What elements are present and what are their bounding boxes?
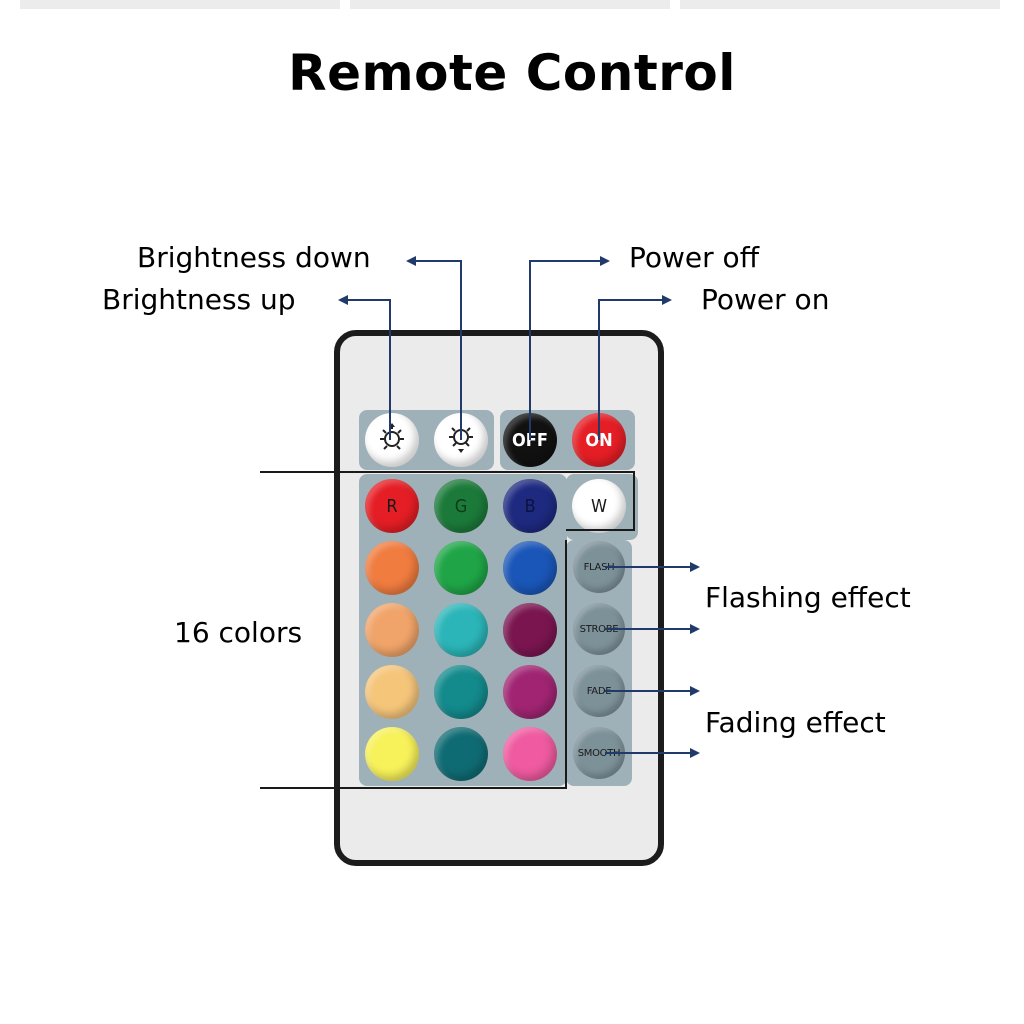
green-key-label: G bbox=[454, 495, 468, 517]
color-key-1[interactable] bbox=[365, 541, 419, 595]
color-key-3[interactable] bbox=[503, 541, 557, 595]
color-key-10[interactable] bbox=[365, 727, 419, 781]
colors-bracket-top bbox=[260, 471, 635, 531]
page-title: Remote Control bbox=[288, 44, 736, 102]
brightness-up-key[interactable] bbox=[365, 413, 419, 467]
sixteen-colors-label: 16 colors bbox=[174, 616, 303, 649]
red-key-label: R bbox=[386, 495, 398, 517]
color-key-5[interactable] bbox=[434, 603, 488, 657]
smooth-key-label: SMOOTH bbox=[577, 747, 621, 759]
color-key-8[interactable] bbox=[434, 665, 488, 719]
brightness-down-label: Brightness down bbox=[137, 241, 371, 274]
color-key-12[interactable] bbox=[503, 727, 557, 781]
color-key-2[interactable] bbox=[434, 541, 488, 595]
top-strip-center bbox=[350, 0, 670, 9]
white-key-label: W bbox=[590, 495, 607, 517]
blue-key[interactable]: B bbox=[503, 479, 557, 533]
power-on-callout bbox=[598, 295, 672, 440]
green-key[interactable]: G bbox=[434, 479, 488, 533]
color-key-9[interactable] bbox=[503, 665, 557, 719]
brightness-up-callout bbox=[338, 295, 391, 440]
brightness-up-label: Brightness up bbox=[102, 283, 296, 316]
fading-effect-label: Fading effect bbox=[705, 706, 886, 739]
colors-bracket-bottom bbox=[260, 540, 567, 789]
top-strip-left bbox=[20, 0, 340, 9]
white-key[interactable]: W bbox=[572, 479, 626, 533]
power-on-label: Power on bbox=[701, 283, 830, 316]
power-off-callout bbox=[529, 256, 610, 440]
brightness-down-callout bbox=[406, 256, 462, 440]
red-key[interactable]: R bbox=[365, 479, 419, 533]
color-key-7[interactable] bbox=[365, 665, 419, 719]
top-strip-right bbox=[680, 0, 1000, 9]
color-key-4[interactable] bbox=[365, 603, 419, 657]
color-key-6[interactable] bbox=[503, 603, 557, 657]
flashing-effect-label: Flashing effect bbox=[705, 581, 911, 614]
fade-key-label: FADE bbox=[586, 685, 612, 697]
sun-up-icon bbox=[376, 422, 408, 458]
color-key-11[interactable] bbox=[434, 727, 488, 781]
blue-key-label: B bbox=[524, 495, 536, 517]
strobe-key-label: STROBE bbox=[579, 623, 619, 635]
flash-key-label: FLASH bbox=[583, 561, 615, 573]
power-off-label: Power off bbox=[629, 241, 759, 274]
